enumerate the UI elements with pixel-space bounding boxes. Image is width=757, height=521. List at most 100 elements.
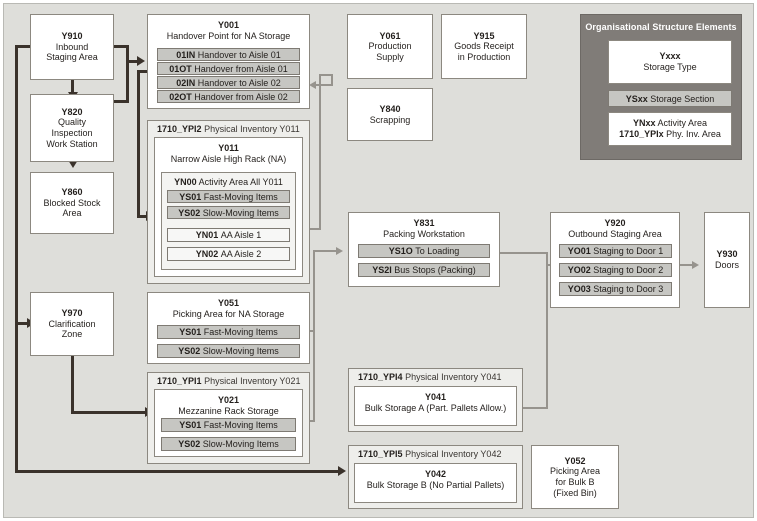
node-y052-code: Y052 <box>564 455 586 466</box>
activity-area-yn02-label: AA Aisle 2 <box>220 249 262 259</box>
connector-y910-out <box>113 45 129 48</box>
node-y860-code: Y860 <box>61 187 83 198</box>
connector-y820-out <box>113 100 129 103</box>
section-ys1o[interactable]: YS1O To Loading <box>358 244 490 258</box>
arrowhead-y820-y860 <box>68 160 78 168</box>
node-y820-line1: Quality <box>57 117 86 128</box>
storage-type-y042[interactable]: Y042 Bulk Storage B (No Partial Pallets) <box>354 463 517 503</box>
section-y021-ys01[interactable]: YS01 Fast-Moving Items <box>161 418 296 432</box>
connector-y970-to-y021 <box>71 411 149 414</box>
section-01in[interactable]: 01IN Handover to Aisle 01 <box>157 48 300 61</box>
node-y061-code: Y061 <box>379 30 401 41</box>
storage-type-y011-code: Y011 <box>218 143 239 153</box>
legend-storage-type-code: Yxxx <box>659 51 681 62</box>
connector-y001-down-trunk <box>137 70 140 218</box>
storage-type-y041[interactable]: Y041 Bulk Storage A (Part. Pallets Allow… <box>354 386 517 426</box>
node-y930-code: Y930 <box>716 249 738 260</box>
node-y915-line1: Goods Receipt <box>454 41 514 52</box>
section-y051-ys02-code: YS02 <box>178 346 201 356</box>
connector-y820-up <box>126 45 129 103</box>
storage-type-y021-header: Y021 Mezzanine Rack Storage <box>155 390 302 417</box>
node-y910[interactable]: Y910 Inbound Staging Area <box>30 14 114 80</box>
node-y061[interactable]: Y061 Production Supply <box>347 14 433 79</box>
connector-feedback-from-y011 <box>303 228 321 230</box>
connector-outbound-to-doors <box>680 264 696 266</box>
legend-phys-inv-code: 1710_YPIx <box>619 129 664 139</box>
section-yo02-code: YO02 <box>567 265 591 275</box>
phys-inv-area-ypi5-text: Physical Inventory Y042 <box>405 449 502 459</box>
legend-storage-section-label: Storage Section <box>650 93 715 104</box>
section-02ot[interactable]: 02OT Handover from Aisle 02 <box>157 90 300 103</box>
section-y051-ys02[interactable]: YS02 Slow-Moving Items <box>157 344 300 358</box>
section-y011-ys01-code: YS01 <box>179 191 202 202</box>
section-y011-ys02[interactable]: YS02 Slow-Moving Items <box>167 206 290 219</box>
node-y930[interactable]: Y930 Doors <box>704 212 750 308</box>
node-y860[interactable]: Y860 Blocked Stock Area <box>30 172 114 234</box>
section-y021-ys02[interactable]: YS02 Slow-Moving Items <box>161 437 296 451</box>
activity-area-yn02[interactable]: YN02 AA Aisle 2 <box>167 247 290 261</box>
node-y840-line1: Scrapping <box>369 114 411 125</box>
legend-activity-area: YNxx Activity Area 1710_YPIx Phy. Inv. A… <box>608 112 732 146</box>
activity-area-yn01-code: YN01 <box>195 230 219 240</box>
legend-storage-type: Yxxx Storage Type <box>608 40 732 84</box>
node-y860-line2: Area <box>62 208 82 219</box>
phys-inv-area-ypi1-code: 1710_YPI1 <box>157 376 202 386</box>
section-y011-ys02-code: YS02 <box>178 207 201 218</box>
section-yo01-code: YO01 <box>567 246 591 256</box>
connector-into-packing <box>313 250 341 252</box>
section-ys1o-code: YS1O <box>388 246 413 256</box>
section-y051-ys02-label: Slow-Moving Items <box>202 346 279 356</box>
section-y051-ys01[interactable]: YS01 Fast-Moving Items <box>157 325 300 339</box>
phys-inv-area-ypi4-label: 1710_YPI4 Physical Inventory Y041 <box>349 369 522 382</box>
section-02in-label: Handover to Aisle 02 <box>197 77 281 88</box>
section-y011-ys01[interactable]: YS01 Fast-Moving Items <box>167 190 290 203</box>
connector-left-rail-top <box>15 45 31 48</box>
section-01in-code: 01IN <box>176 49 196 60</box>
storage-type-y021-code: Y021 <box>217 395 240 405</box>
connector-y910-y820 <box>71 80 74 94</box>
storage-type-y831-label: Packing Workstation <box>383 228 465 239</box>
section-02in-code: 02IN <box>176 77 196 88</box>
storage-type-y001-code: Y001 <box>217 20 240 30</box>
phys-inv-area-ypi2-text: Physical Inventory Y011 <box>204 124 300 134</box>
storage-type-y831-code: Y831 <box>413 218 435 228</box>
node-y910-line2: Staging Area <box>46 52 98 63</box>
section-01ot-label: Handover from Aisle 01 <box>194 63 288 74</box>
node-y970[interactable]: Y970 Clarification Zone <box>30 292 114 356</box>
activity-area-yn01[interactable]: YN01 AA Aisle 1 <box>167 228 290 242</box>
section-01ot[interactable]: 01OT Handover from Aisle 01 <box>157 62 300 75</box>
connector-feedback-into-y001 <box>315 84 333 86</box>
node-y052[interactable]: Y052 Picking Area for Bulk B (Fixed Bin) <box>531 445 619 509</box>
arrowhead-into-y001-right <box>309 81 316 89</box>
storage-type-y001-label: Handover Point for NA Storage <box>166 30 291 41</box>
section-02in[interactable]: 02IN Handover to Aisle 02 <box>157 76 300 89</box>
connector-feedback-vert <box>319 74 321 230</box>
activity-area-yn00-text: Activity Area All Y011 <box>198 177 283 187</box>
node-y915[interactable]: Y915 Goods Receipt in Production <box>441 14 527 79</box>
section-yo02[interactable]: YO02 Staging to Door 2 <box>559 263 672 277</box>
legend-activity-area-line1: YNxx Activity Area <box>633 118 707 129</box>
storage-type-y051-label: Picking Area for NA Storage <box>172 308 285 319</box>
node-y820-line2: Inspection <box>51 128 93 138</box>
legend-storage-section-code: YSxx <box>625 93 648 104</box>
connector-left-rail <box>15 45 18 473</box>
section-yo03[interactable]: YO03 Staging to Door 3 <box>559 282 672 296</box>
section-yo01[interactable]: YO01 Staging to Door 1 <box>559 244 672 258</box>
node-y820[interactable]: Y820 Quality Inspection Work Station <box>30 94 114 162</box>
node-y915-line2: in Production <box>457 51 511 62</box>
node-y915-code: Y915 <box>473 30 495 41</box>
section-y011-ys01-label: Fast-Moving Items <box>203 191 278 202</box>
activity-area-yn02-code: YN02 <box>195 249 219 259</box>
arrowhead-into-doors <box>692 261 699 269</box>
section-ys2i[interactable]: YS2I Bus Stops (Packing) <box>358 263 490 277</box>
legend-activity-area-code: YNxx <box>632 118 656 129</box>
section-ys1o-label: To Loading <box>415 246 460 256</box>
storage-type-y051-code: Y051 <box>217 298 240 308</box>
phys-inv-area-ypi4-code: 1710_YPI4 <box>358 372 403 382</box>
section-yo01-label: Staging to Door 1 <box>593 246 664 256</box>
node-y840[interactable]: Y840 Scrapping <box>347 88 433 141</box>
phys-inv-area-ypi4-text: Physical Inventory Y041 <box>405 372 502 382</box>
legend-storage-section: YSxx Storage Section <box>608 90 732 107</box>
node-y820-code: Y820 <box>61 106 83 117</box>
node-y860-line1: Blocked Stock <box>43 197 101 208</box>
